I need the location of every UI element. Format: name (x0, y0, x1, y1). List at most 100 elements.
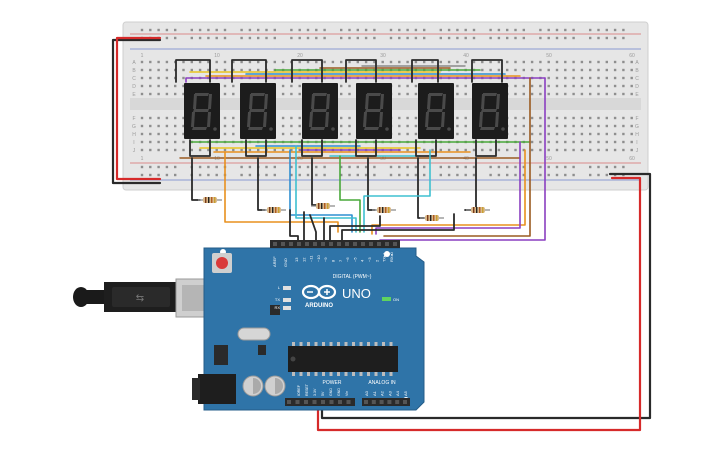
breadboard-hole[interactable] (572, 132, 575, 136)
breadboard-hole[interactable] (547, 148, 550, 152)
breadboard-hole[interactable] (348, 28, 351, 32)
breadboard-hole[interactable] (223, 124, 227, 128)
breadboard-hole[interactable] (414, 28, 418, 32)
usb-cable[interactable]: ⇆ (73, 278, 219, 318)
breadboard-hole[interactable] (290, 36, 293, 40)
breadboard-hole[interactable] (489, 148, 492, 152)
breadboard-hole[interactable] (522, 60, 525, 64)
breadboard-hole[interactable] (165, 92, 169, 96)
breadboard-hole[interactable] (555, 124, 559, 128)
breadboard-hole[interactable] (157, 92, 160, 96)
breadboard-hole[interactable] (630, 124, 633, 128)
breadboard-hole[interactable] (539, 124, 542, 128)
breadboard-hole[interactable] (232, 68, 235, 72)
header-pin[interactable] (329, 242, 333, 246)
breadboard-hole[interactable] (306, 165, 310, 169)
breadboard-hole[interactable] (298, 60, 301, 64)
header-pin[interactable] (385, 242, 389, 246)
header-pin[interactable] (377, 242, 381, 246)
breadboard-hole[interactable] (182, 132, 185, 136)
breadboard-hole[interactable] (613, 116, 617, 120)
breadboard-hole[interactable] (514, 124, 517, 128)
breadboard-hole[interactable] (232, 92, 235, 96)
breadboard-hole[interactable] (389, 173, 393, 177)
breadboard-hole[interactable] (522, 84, 525, 88)
breadboard-hole[interactable] (223, 116, 227, 120)
breadboard-hole[interactable] (348, 116, 351, 120)
header-pin[interactable] (304, 400, 308, 404)
breadboard-hole[interactable] (140, 148, 144, 152)
wire[interactable] (111, 38, 162, 185)
breadboard-hole[interactable] (281, 60, 285, 64)
breadboard-hole[interactable] (398, 60, 401, 64)
breadboard-hole[interactable] (564, 116, 567, 120)
breadboard-hole[interactable] (223, 92, 227, 96)
breadboard-hole[interactable] (240, 165, 243, 169)
breadboard-hole[interactable] (555, 68, 559, 72)
breadboard-hole[interactable] (555, 140, 559, 144)
breadboard-hole[interactable] (414, 165, 418, 169)
breadboard-hole[interactable] (580, 76, 584, 80)
breadboard-hole[interactable] (589, 68, 592, 72)
breadboard-hole[interactable] (298, 116, 301, 120)
header-pin[interactable] (393, 242, 397, 246)
breadboard-hole[interactable] (190, 68, 193, 72)
breadboard-hole[interactable] (140, 68, 144, 72)
wire[interactable] (309, 214, 317, 241)
breadboard-hole[interactable] (389, 60, 393, 64)
breadboard-hole[interactable] (215, 148, 218, 152)
breadboard-hole[interactable] (514, 28, 517, 32)
breadboard-hole[interactable] (414, 132, 418, 136)
reset-button-cap[interactable] (216, 257, 228, 269)
breadboard-hole[interactable] (356, 165, 359, 169)
breadboard-hole[interactable] (223, 148, 227, 152)
breadboard-hole[interactable] (165, 60, 169, 64)
header-pin[interactable] (364, 400, 368, 404)
breadboard-hole[interactable] (373, 28, 376, 32)
breadboard-hole[interactable] (232, 148, 235, 152)
breadboard-hole[interactable] (306, 28, 310, 32)
breadboard-hole[interactable] (165, 28, 169, 32)
breadboard-hole[interactable] (381, 60, 384, 64)
breadboard-hole[interactable] (348, 132, 351, 136)
breadboard-hole[interactable] (572, 84, 575, 88)
breadboard-hole[interactable] (149, 124, 152, 128)
resistor[interactable] (316, 203, 330, 209)
breadboard-hole[interactable] (622, 28, 625, 32)
breadboard-hole[interactable] (315, 165, 318, 169)
breadboard-hole[interactable] (630, 76, 633, 80)
breadboard-hole[interactable] (589, 116, 592, 120)
breadboard-hole[interactable] (257, 148, 260, 152)
breadboard-hole[interactable] (182, 124, 185, 128)
breadboard-hole[interactable] (165, 124, 169, 128)
breadboard-hole[interactable] (622, 124, 625, 128)
wire[interactable] (295, 145, 357, 233)
breadboard-hole[interactable] (613, 148, 617, 152)
breadboard-hole[interactable] (157, 148, 160, 152)
breadboard-hole[interactable] (514, 84, 517, 88)
breadboard-hole[interactable] (555, 92, 559, 96)
breadboard-hole[interactable] (564, 76, 567, 80)
breadboard-hole[interactable] (622, 36, 625, 40)
breadboard-hole[interactable] (522, 28, 525, 32)
breadboard-hole[interactable] (165, 132, 169, 136)
breadboard-hole[interactable] (356, 173, 359, 177)
breadboard-hole[interactable] (572, 92, 575, 96)
breadboard-hole[interactable] (431, 60, 434, 64)
breadboard-hole[interactable] (140, 132, 144, 136)
breadboard-hole[interactable] (497, 60, 501, 64)
breadboard-hole[interactable] (555, 173, 559, 177)
breadboard-hole[interactable] (530, 60, 534, 64)
breadboard-hole[interactable] (298, 92, 301, 96)
breadboard-hole[interactable] (273, 36, 276, 40)
breadboard-hole[interactable] (406, 132, 409, 136)
breadboard-hole[interactable] (564, 148, 567, 152)
breadboard-hole[interactable] (605, 132, 608, 136)
breadboard-hole[interactable] (398, 173, 401, 177)
breadboard-hole[interactable] (564, 165, 567, 169)
breadboard-hole[interactable] (340, 173, 343, 177)
breadboard-hole[interactable] (597, 140, 600, 144)
wire[interactable] (355, 139, 377, 157)
breadboard-hole[interactable] (572, 76, 575, 80)
breadboard-hole[interactable] (323, 165, 326, 169)
